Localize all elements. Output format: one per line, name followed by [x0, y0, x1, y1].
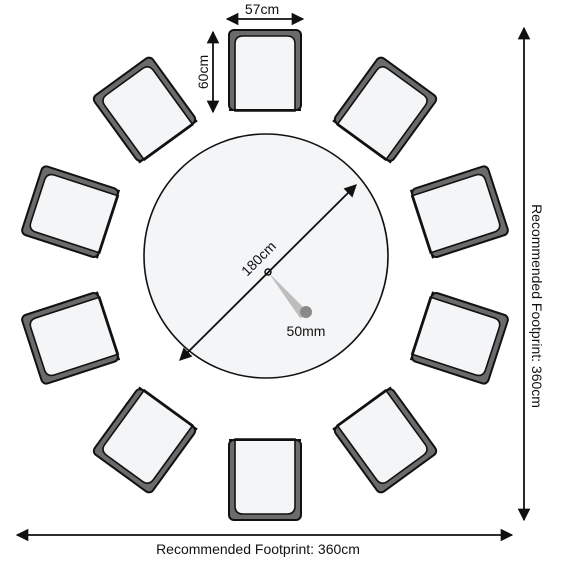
chair-5	[332, 386, 438, 494]
parasol-hole-label: 50mm	[287, 323, 326, 339]
chairs-group	[21, 29, 509, 521]
chair-seat	[234, 35, 296, 112]
chair-7	[92, 386, 198, 494]
chair-9	[21, 165, 121, 259]
chair-seat	[102, 66, 194, 162]
parasol-hole-marker	[300, 306, 312, 318]
chair-10	[92, 56, 198, 164]
chair-6	[228, 438, 302, 521]
chair-front-edge	[332, 119, 392, 164]
chair-seat	[336, 388, 428, 484]
chair-front-edge	[138, 386, 198, 431]
chair-front-edge	[409, 189, 435, 259]
footprint-width-label: Recommended Footprint: 360cm	[156, 541, 360, 557]
chair-front-edge	[409, 291, 435, 361]
chair-4	[409, 291, 509, 385]
chair-seat	[410, 173, 501, 254]
chair-seat	[336, 66, 428, 162]
chair-front-edge	[95, 291, 121, 361]
chair-front-edge	[332, 386, 392, 431]
chair-seat	[29, 173, 120, 254]
chair-3	[409, 165, 509, 259]
chair-front-edge	[138, 119, 198, 164]
chair-width-label: 57cm	[245, 1, 279, 17]
chair-2	[332, 56, 438, 164]
chair-1	[228, 29, 302, 112]
chair-front-edge	[95, 189, 121, 259]
footprint-depth-label: Recommended Footprint: 360cm	[529, 204, 545, 408]
chair-seat	[234, 438, 296, 515]
chair-seat	[29, 296, 120, 377]
chair-seat	[410, 296, 501, 377]
chair-seat	[102, 388, 194, 484]
table-diameter-line	[179, 184, 357, 361]
chair-8	[21, 291, 121, 385]
chair-depth-label: 60cm	[195, 55, 211, 89]
